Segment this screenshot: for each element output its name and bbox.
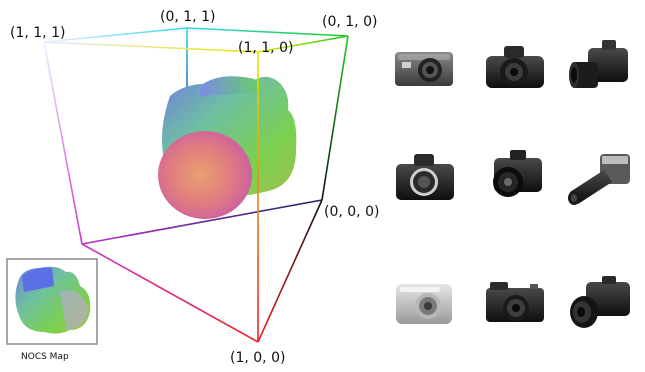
- corner-label-top-left: (1, 1, 1): [10, 25, 65, 41]
- corner-label-top-back: (0, 1, 1): [160, 9, 215, 25]
- inset-caption: NOCS Map: [21, 352, 69, 362]
- cube-edge: [43, 41, 83, 245]
- cube-edge: [81, 199, 323, 245]
- gallery-mirrorless-camera-image: [486, 282, 544, 322]
- cube-edge: [186, 27, 349, 37]
- cube-edge: [257, 35, 349, 53]
- gallery-zoom-lens-camera-image: [568, 154, 630, 205]
- camera-gallery: [395, 40, 630, 328]
- corner-label-origin: (0, 0, 0): [324, 204, 379, 220]
- cube-edge: [321, 35, 349, 201]
- corner-label-top-front: (1, 1, 0): [238, 40, 293, 56]
- nocs-camera-object: [158, 76, 297, 219]
- cube-edge: [43, 41, 259, 53]
- corner-label-top-right: (0, 1, 0): [322, 14, 377, 30]
- nocs-cube: [43, 27, 349, 343]
- gallery-dslr-telephoto-camera-image: [569, 40, 628, 88]
- nocs-map-thumbnail: [15, 266, 91, 334]
- cube-edge: [257, 199, 323, 343]
- gallery-dslr-front-camera-image: [396, 154, 454, 200]
- gallery-compact-camera-silver-image: [396, 284, 452, 324]
- gallery-dslr-black-camera-image: [493, 150, 542, 197]
- gallery-bridge-camera-image: [570, 276, 630, 328]
- cube-edge: [43, 27, 188, 43]
- cube-edge: [81, 243, 259, 343]
- corner-label-bottom-front: (1, 0, 0): [230, 350, 285, 366]
- nocs-map-inset: [6, 258, 98, 345]
- gallery-dslr-camera-image: [486, 46, 544, 88]
- gallery-compact-camera-dark-image: [395, 52, 453, 86]
